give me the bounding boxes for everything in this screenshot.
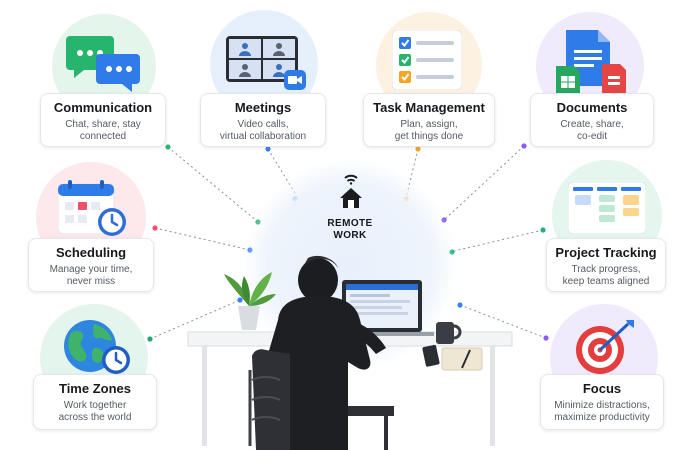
target-dart-icon <box>576 320 634 374</box>
time-zones-title: Time Zones <box>58 381 131 396</box>
scheduling-subtitle: Manage your time, never miss <box>49 264 133 287</box>
checklist-icon <box>392 30 462 90</box>
feature-card-communication[interactable]: Communication Chat, share, stay connecte… <box>40 93 166 147</box>
chat-bubbles-icon <box>66 36 140 92</box>
focus-title: Focus <box>582 381 622 396</box>
communication-subtitle: Chat, share, stay connected <box>65 119 141 142</box>
feature-card-meetings[interactable]: Meetings Video calls, virtual collaborat… <box>200 93 326 147</box>
feature-card-project-tracking[interactable]: Project Tracking Track progress, keep te… <box>546 238 666 292</box>
remote-worker-desk-illustration <box>187 255 513 450</box>
documents-icon <box>556 30 626 94</box>
video-call-icon <box>226 36 306 90</box>
focus-subtitle: Minimize distractions, maximize producti… <box>554 400 650 423</box>
feature-card-focus[interactable]: Focus Minimize distractions, maximize pr… <box>540 374 664 430</box>
feature-card-documents[interactable]: Documents Create, share, co-edit <box>530 93 654 147</box>
project-tracking-subtitle: Track progress, keep teams aligned <box>562 264 650 287</box>
documents-subtitle: Create, share, co-edit <box>560 119 624 142</box>
home-wifi-icon <box>340 174 362 208</box>
feature-card-time-zones[interactable]: Time Zones Work together across the worl… <box>33 374 157 430</box>
meetings-subtitle: Video calls, virtual collaboration <box>219 119 307 142</box>
documents-title: Documents <box>556 100 628 115</box>
meetings-title: Meetings <box>234 100 292 115</box>
project-tracking-title: Project Tracking <box>555 245 657 260</box>
calendar-clock-icon <box>58 180 126 236</box>
hub-label: REMOTE WORK <box>327 218 373 241</box>
time-zones-subtitle: Work together across the world <box>58 400 132 423</box>
task-management-title: Task Management <box>373 100 485 115</box>
communication-title: Communication <box>53 100 153 115</box>
task-management-subtitle: Plan, assign, get things done <box>394 119 464 142</box>
feature-card-scheduling[interactable]: Scheduling Manage your time, never miss <box>28 238 154 292</box>
feature-card-task-management[interactable]: Task Management Plan, assign, get things… <box>363 93 495 147</box>
globe-clock-icon <box>64 320 130 374</box>
kanban-board-icon <box>568 182 646 234</box>
scheduling-title: Scheduling <box>55 245 127 260</box>
